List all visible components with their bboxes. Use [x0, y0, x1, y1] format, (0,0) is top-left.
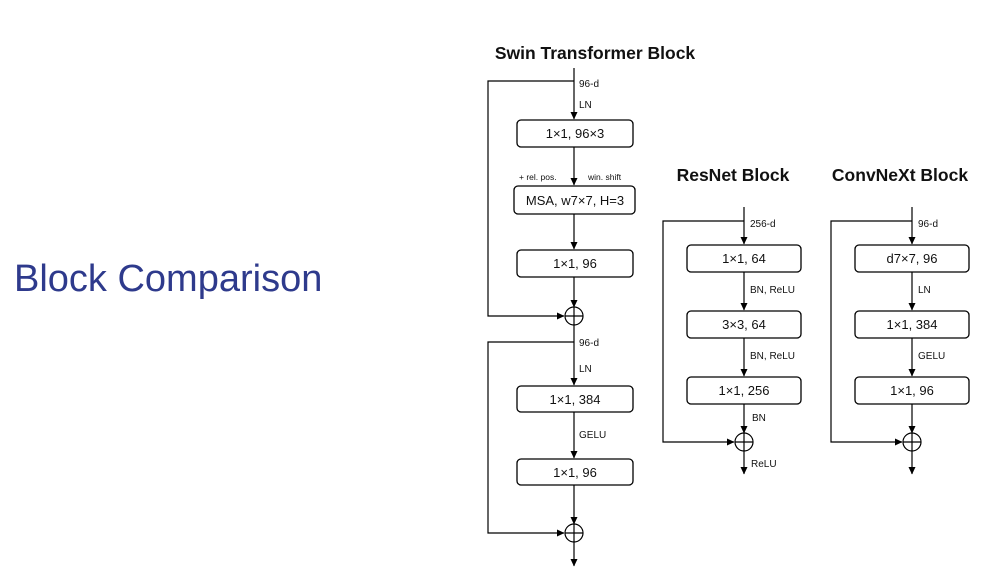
- swin-box-proj: [516, 249, 634, 278]
- swin-gelu-label: GELU: [579, 430, 606, 441]
- resnet-act-label-2: BN, ReLU: [750, 351, 795, 362]
- swin-transformer-block: Swin Transformer Block 96-d LN 1×1, 96×3…: [487, 43, 696, 567]
- resnet-box-2-label: 3×3, 64: [722, 317, 766, 332]
- swin-box-mlp1: [516, 385, 634, 413]
- resnet-title: ResNet Block: [677, 165, 790, 185]
- resnet-box-1-label: 1×1, 64: [722, 251, 766, 266]
- resnet-input-dim: 256-d: [750, 219, 776, 230]
- swin-box-proj-label: 1×1, 96: [553, 256, 597, 271]
- swin-box-mlp2: [516, 458, 634, 486]
- convnext-box-1-label: d7×7, 96: [887, 251, 938, 266]
- swin-ln-label-2: LN: [579, 364, 592, 375]
- resnet-output-act: ReLU: [751, 459, 777, 470]
- convnext-block: ConvNeXt Block 96-d d7×7, 96 LN 1×1, 384…: [830, 165, 970, 475]
- swin-box-mlp1-label: 1×1, 384: [550, 392, 601, 407]
- swin-input-dim-1: 96-d: [579, 79, 599, 90]
- swin-title: Swin Transformer Block: [495, 43, 696, 63]
- resnet-block: ResNet Block 256-d 1×1, 64 BN, ReLU 3×3,…: [662, 165, 802, 475]
- resnet-act-label-1: BN, ReLU: [750, 285, 795, 296]
- swin-input-dim-2: 96-d: [579, 338, 599, 349]
- convnext-title: ConvNeXt Block: [832, 165, 968, 185]
- slide-title: Block Comparison: [14, 258, 323, 300]
- swin-box-mlp2-label: 1×1, 96: [553, 465, 597, 480]
- convnext-box-2-label: 1×1, 384: [887, 317, 938, 332]
- convnext-box-3-label: 1×1, 96: [890, 383, 934, 398]
- convnext-ln-label: LN: [918, 285, 931, 296]
- swin-box-qkv: [516, 119, 634, 148]
- resnet-bn-label: BN: [752, 413, 766, 424]
- swin-box-qkv-label: 1×1, 96×3: [546, 126, 605, 141]
- swin-ln-label-1: LN: [579, 100, 592, 111]
- resnet-box-3-label: 1×1, 256: [719, 383, 770, 398]
- swin-win-shift-label: win. shift: [587, 172, 622, 182]
- convnext-gelu-label: GELU: [918, 351, 945, 362]
- convnext-input-dim: 96-d: [918, 219, 938, 230]
- swin-box-msa-label: MSA, w7×7, H=3: [526, 193, 624, 208]
- swin-rel-pos-label: + rel. pos.: [519, 172, 557, 182]
